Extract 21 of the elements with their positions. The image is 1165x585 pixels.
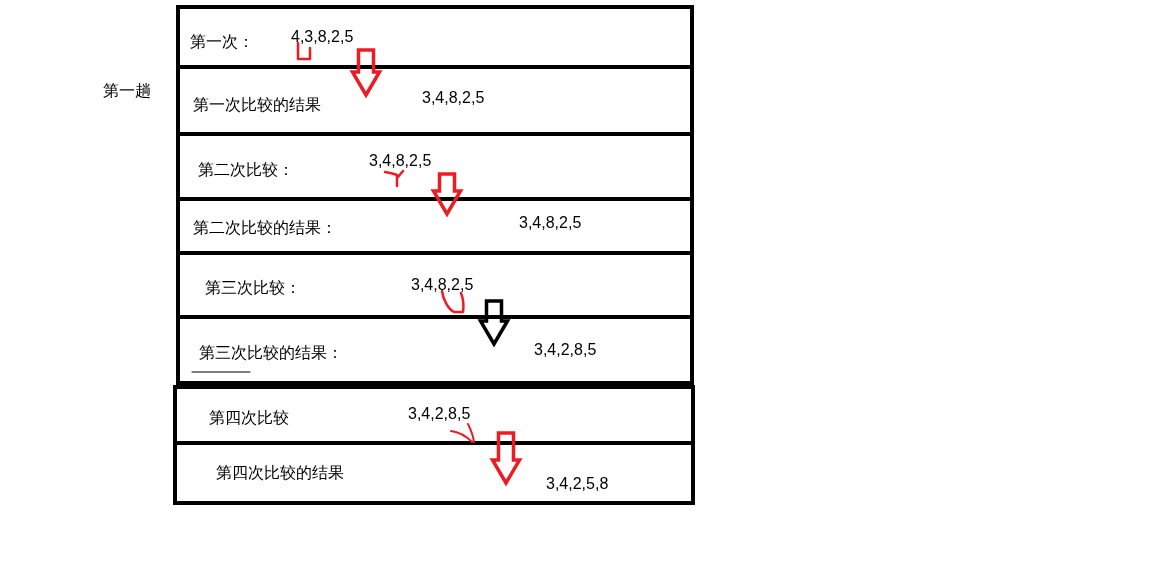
number-sequence: 3,4,8,2,5 <box>422 89 485 107</box>
number-sequence: 3,4,2,8,5 <box>408 405 471 423</box>
step-label: 第三次比较： <box>205 279 301 297</box>
pass-title: 第一趟 <box>103 82 151 100</box>
number-sequence: 3,4,8,2,5 <box>519 214 582 232</box>
step-label: 第二次比较的结果： <box>193 219 337 237</box>
step-label: 第一次比较的结果 <box>193 96 321 114</box>
number-sequence: 3,4,2,5,8 <box>546 475 609 493</box>
number-sequence: 4,3,8,2,5 <box>291 28 354 46</box>
number-sequence: 3,4,2,8,5 <box>534 341 597 359</box>
block-arrow <box>349 48 383 99</box>
step-label: 第四次比较的结果 <box>216 464 344 482</box>
number-sequence: 3,4,8,2,5 <box>411 276 474 294</box>
step-label: 第三次比较的结果： <box>199 344 343 362</box>
step-label: 第四次比较 <box>209 409 289 427</box>
block-arrow <box>477 299 511 348</box>
step-label: 第一次： <box>190 33 254 51</box>
block-arrow <box>489 431 523 487</box>
block-arrow <box>430 172 464 218</box>
step-label: 第二次比较： <box>198 161 294 179</box>
number-sequence: 3,4,8,2,5 <box>369 152 432 170</box>
